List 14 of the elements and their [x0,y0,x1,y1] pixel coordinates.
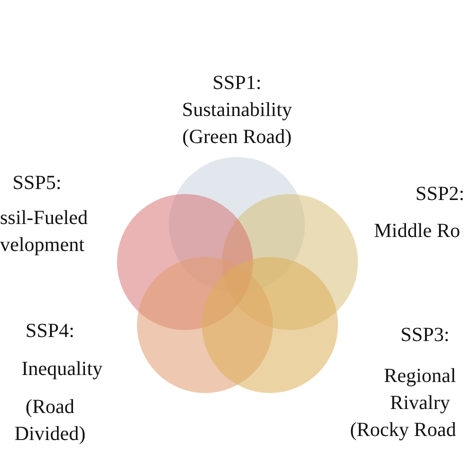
scenario-description: Middle Ro [374,219,460,244]
scenario-label: Inequality [21,357,103,382]
scenario-description: velopment [0,233,84,258]
scenario-description: SSP4: [26,319,74,344]
scenario-description: (Rocky Road [350,418,456,443]
scenario-description: SSP3: [400,323,450,348]
scenario-label: SSP5: [12,171,62,196]
scenario-description: (Green Road) [182,125,292,150]
scenario-label: SSP1: [212,71,262,96]
scenario-description: Regional Rivalry [382,364,458,416]
scenario-label: SSP2: [416,182,464,207]
scenario-description: ssil-Fueled [0,206,88,231]
scenario-description: (Road Divided) [13,395,87,447]
scenario-description: Sustainability [182,98,292,123]
